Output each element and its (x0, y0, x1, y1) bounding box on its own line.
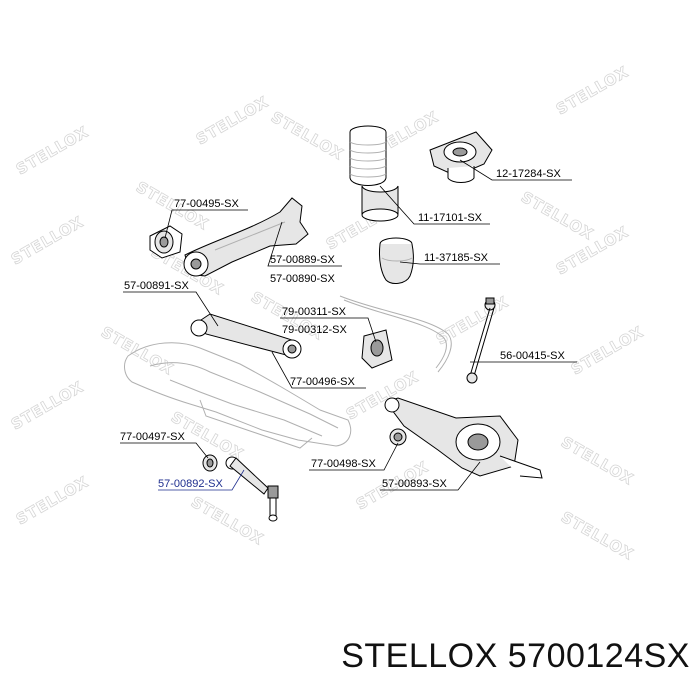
lower-link-drawing (190, 313, 302, 359)
label-77-00496[interactable]: 77-00496-SX (290, 376, 355, 388)
watermark: STELLOX (13, 473, 92, 529)
stabilizer-bushing-drawing (361, 329, 393, 369)
label-11-17101[interactable]: 11-17101-SX (418, 212, 483, 224)
label-11-37185[interactable]: 11-37185-SX (424, 252, 489, 264)
bump-stop-drawing (379, 237, 414, 284)
bushing-77-00497-drawing (202, 454, 218, 472)
watermark: STELLOX (553, 63, 632, 119)
upper-control-arm-drawing (183, 197, 309, 277)
label-57-00890[interactable]: 57-00890-SX (270, 273, 335, 285)
watermark: STELLOX (558, 433, 637, 489)
watermark: STELLOX (518, 188, 597, 244)
lower-control-arm-drawing (384, 397, 543, 479)
watermark: STELLOX (568, 323, 647, 379)
label-57-00891[interactable]: 57-00891-SX (124, 280, 189, 292)
watermark: STELLOX (193, 93, 272, 149)
label-57-00889[interactable]: 57-00889-SX (270, 254, 335, 266)
bushing-77-00498-drawing (389, 428, 407, 446)
label-57-00892[interactable]: 57-00892-SX (158, 478, 223, 490)
label-79-00312[interactable]: 79-00312-SX (282, 324, 347, 336)
dust-boot-drawing (349, 125, 399, 222)
watermark: STELLOX (8, 213, 87, 269)
label-77-00498[interactable]: 77-00498-SX (311, 458, 376, 470)
watermark: STELLOX (558, 508, 637, 564)
leader-lines (120, 159, 577, 491)
footer-caption: STELLOX 5700124SX (0, 637, 690, 676)
footer-part-number: 5700124SX (507, 637, 690, 675)
watermark: STELLOX (8, 378, 87, 434)
stabilizer-bar-drawing (339, 295, 452, 373)
watermark: STELLOX (13, 123, 92, 179)
adjustable-link-drawing (225, 456, 279, 522)
footer-brand: STELLOX (341, 637, 498, 675)
stabilizer-link-drawing (466, 297, 496, 384)
label-56-00415[interactable]: 56-00415-SX (500, 350, 565, 362)
watermark: STELLOX (268, 108, 347, 164)
suspension-diagram: STELLOX STELLOX STELLOX STELLOX STELLOX … (8, 62, 648, 564)
watermark: STELLOX (188, 493, 267, 549)
label-79-00311[interactable]: 79-00311-SX (282, 306, 347, 318)
strut-mount-drawing (429, 131, 493, 183)
label-57-00893[interactable]: 57-00893-SX (382, 478, 447, 490)
bushing-77-00495-drawing (149, 225, 183, 259)
subframe-drawing (124, 342, 352, 449)
label-77-00495[interactable]: 77-00495-SX (174, 198, 239, 210)
label-77-00497[interactable]: 77-00497-SX (120, 431, 185, 443)
part-labels: 77-00495-SX 57-00889-SX 57-00890-SX 11-1… (120, 168, 565, 490)
label-12-17284[interactable]: 12-17284-SX (496, 168, 561, 180)
